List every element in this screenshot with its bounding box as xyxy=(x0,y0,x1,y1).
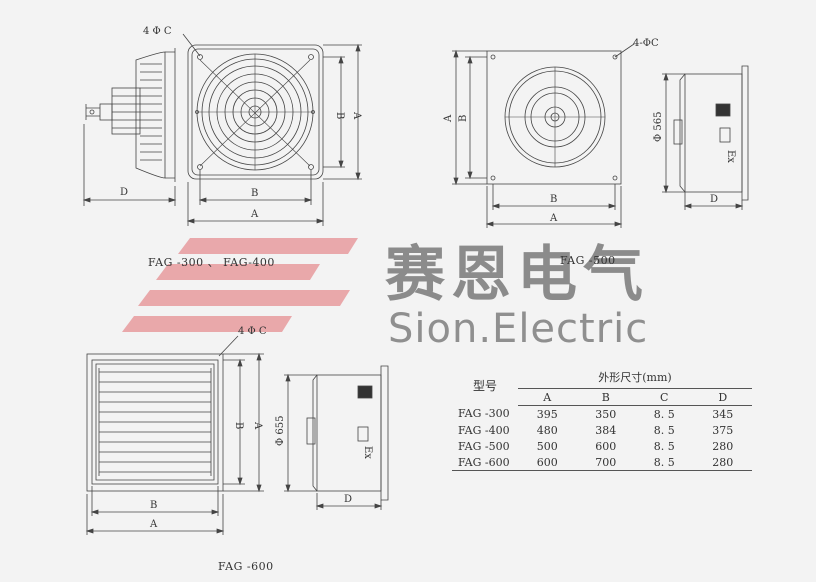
label-diameter-655: Φ 655 xyxy=(275,416,286,446)
table-col-a: A xyxy=(518,388,577,406)
model-label-fag500: FAG -500 xyxy=(560,254,616,267)
table-cell-model: FAG -600 xyxy=(452,454,518,471)
table-cell-d: 345 xyxy=(712,407,734,421)
table-col-b: B xyxy=(576,388,635,406)
label-a-vert-top-right: A xyxy=(443,114,454,123)
table-cell-model: FAG -300 xyxy=(458,407,510,421)
label-diameter-565: Φ 565 xyxy=(653,112,664,142)
label-b-top-right: B xyxy=(550,194,557,205)
table-header-dims: 外形尺寸(mm) xyxy=(518,366,752,389)
table-cell-d: 280 xyxy=(712,439,734,453)
label-d-bottom: D xyxy=(344,494,352,505)
table-cell-c: 8. 5 xyxy=(635,454,694,471)
label-a-top-left: A xyxy=(250,209,259,220)
fag300-side-view xyxy=(82,48,177,206)
label-a-top-right: A xyxy=(549,213,558,224)
label-b-vert-top-right: B xyxy=(458,115,469,122)
fag600-front-view xyxy=(85,335,264,535)
table-row: FAG -300 395 350 8. 5 345 xyxy=(452,406,752,423)
label-ex-bottom: Ex xyxy=(362,446,373,459)
table-cell-b: 350 xyxy=(595,407,617,421)
table-cell-a: 500 xyxy=(536,439,558,453)
fag500-front-view xyxy=(452,43,635,228)
label-a-vert-top-left: A xyxy=(351,111,362,120)
table-cell-a: 600 xyxy=(518,454,577,471)
table-row: FAG -500 500 600 8. 5 280 xyxy=(452,438,752,454)
table-cell-d: 280 xyxy=(693,454,752,471)
table-col-d: D xyxy=(693,388,752,406)
table-cell-b: 600 xyxy=(595,439,617,453)
label-4phic-bottom: 4 Φ C xyxy=(238,326,267,337)
table-header-model: 型号 xyxy=(472,379,497,394)
fag500-side-view xyxy=(662,65,749,210)
label-b-top-left: B xyxy=(251,188,258,199)
table-cell-b: 384 xyxy=(595,423,617,437)
table-cell-model: FAG -400 xyxy=(458,423,510,437)
label-b-vert-top-left: B xyxy=(334,112,345,119)
label-4phic-top-right: 4-ΦC xyxy=(633,38,659,49)
watermark-chinese: 赛恩电气 xyxy=(385,240,649,310)
table-cell-a: 395 xyxy=(536,407,558,421)
label-a-vert-bottom: A xyxy=(252,421,263,430)
label-ex-top-right: Ex xyxy=(725,150,736,163)
dimension-table: 型号 外形尺寸(mm) A B C D FAG -300 395 350 8. … xyxy=(452,366,752,471)
label-4phic-top-left: 4 Φ C xyxy=(143,26,172,37)
fag300-front-view xyxy=(182,33,362,226)
table-cell-model: FAG -500 xyxy=(458,439,510,453)
table-row: FAG -400 480 384 8. 5 375 xyxy=(452,422,752,438)
sion-logo-mark xyxy=(122,238,358,332)
table-col-c: C xyxy=(635,388,694,406)
table-cell-a: 480 xyxy=(536,423,558,437)
table-cell-c: 8. 5 xyxy=(653,407,675,421)
label-a-bottom: A xyxy=(149,519,158,530)
table-cell-c: 8. 5 xyxy=(653,423,675,437)
label-b-vert-bottom: B xyxy=(233,422,244,429)
watermark-english: Sion.Electric xyxy=(388,306,649,352)
label-b-bottom: B xyxy=(150,500,157,511)
label-d-top-right: D xyxy=(710,194,718,205)
model-label-fag600: FAG -600 xyxy=(218,560,274,573)
table-cell-c: 8. 5 xyxy=(653,439,675,453)
model-label-fag300-400: FAG -300 、 FAG-400 xyxy=(148,256,275,269)
label-d-top-left: D xyxy=(120,187,128,198)
table-row: FAG -600 600 700 8. 5 280 xyxy=(452,454,752,471)
fag600-side-view xyxy=(284,365,389,510)
table-cell-b: 700 xyxy=(576,454,635,471)
table-cell-d: 375 xyxy=(712,423,734,437)
